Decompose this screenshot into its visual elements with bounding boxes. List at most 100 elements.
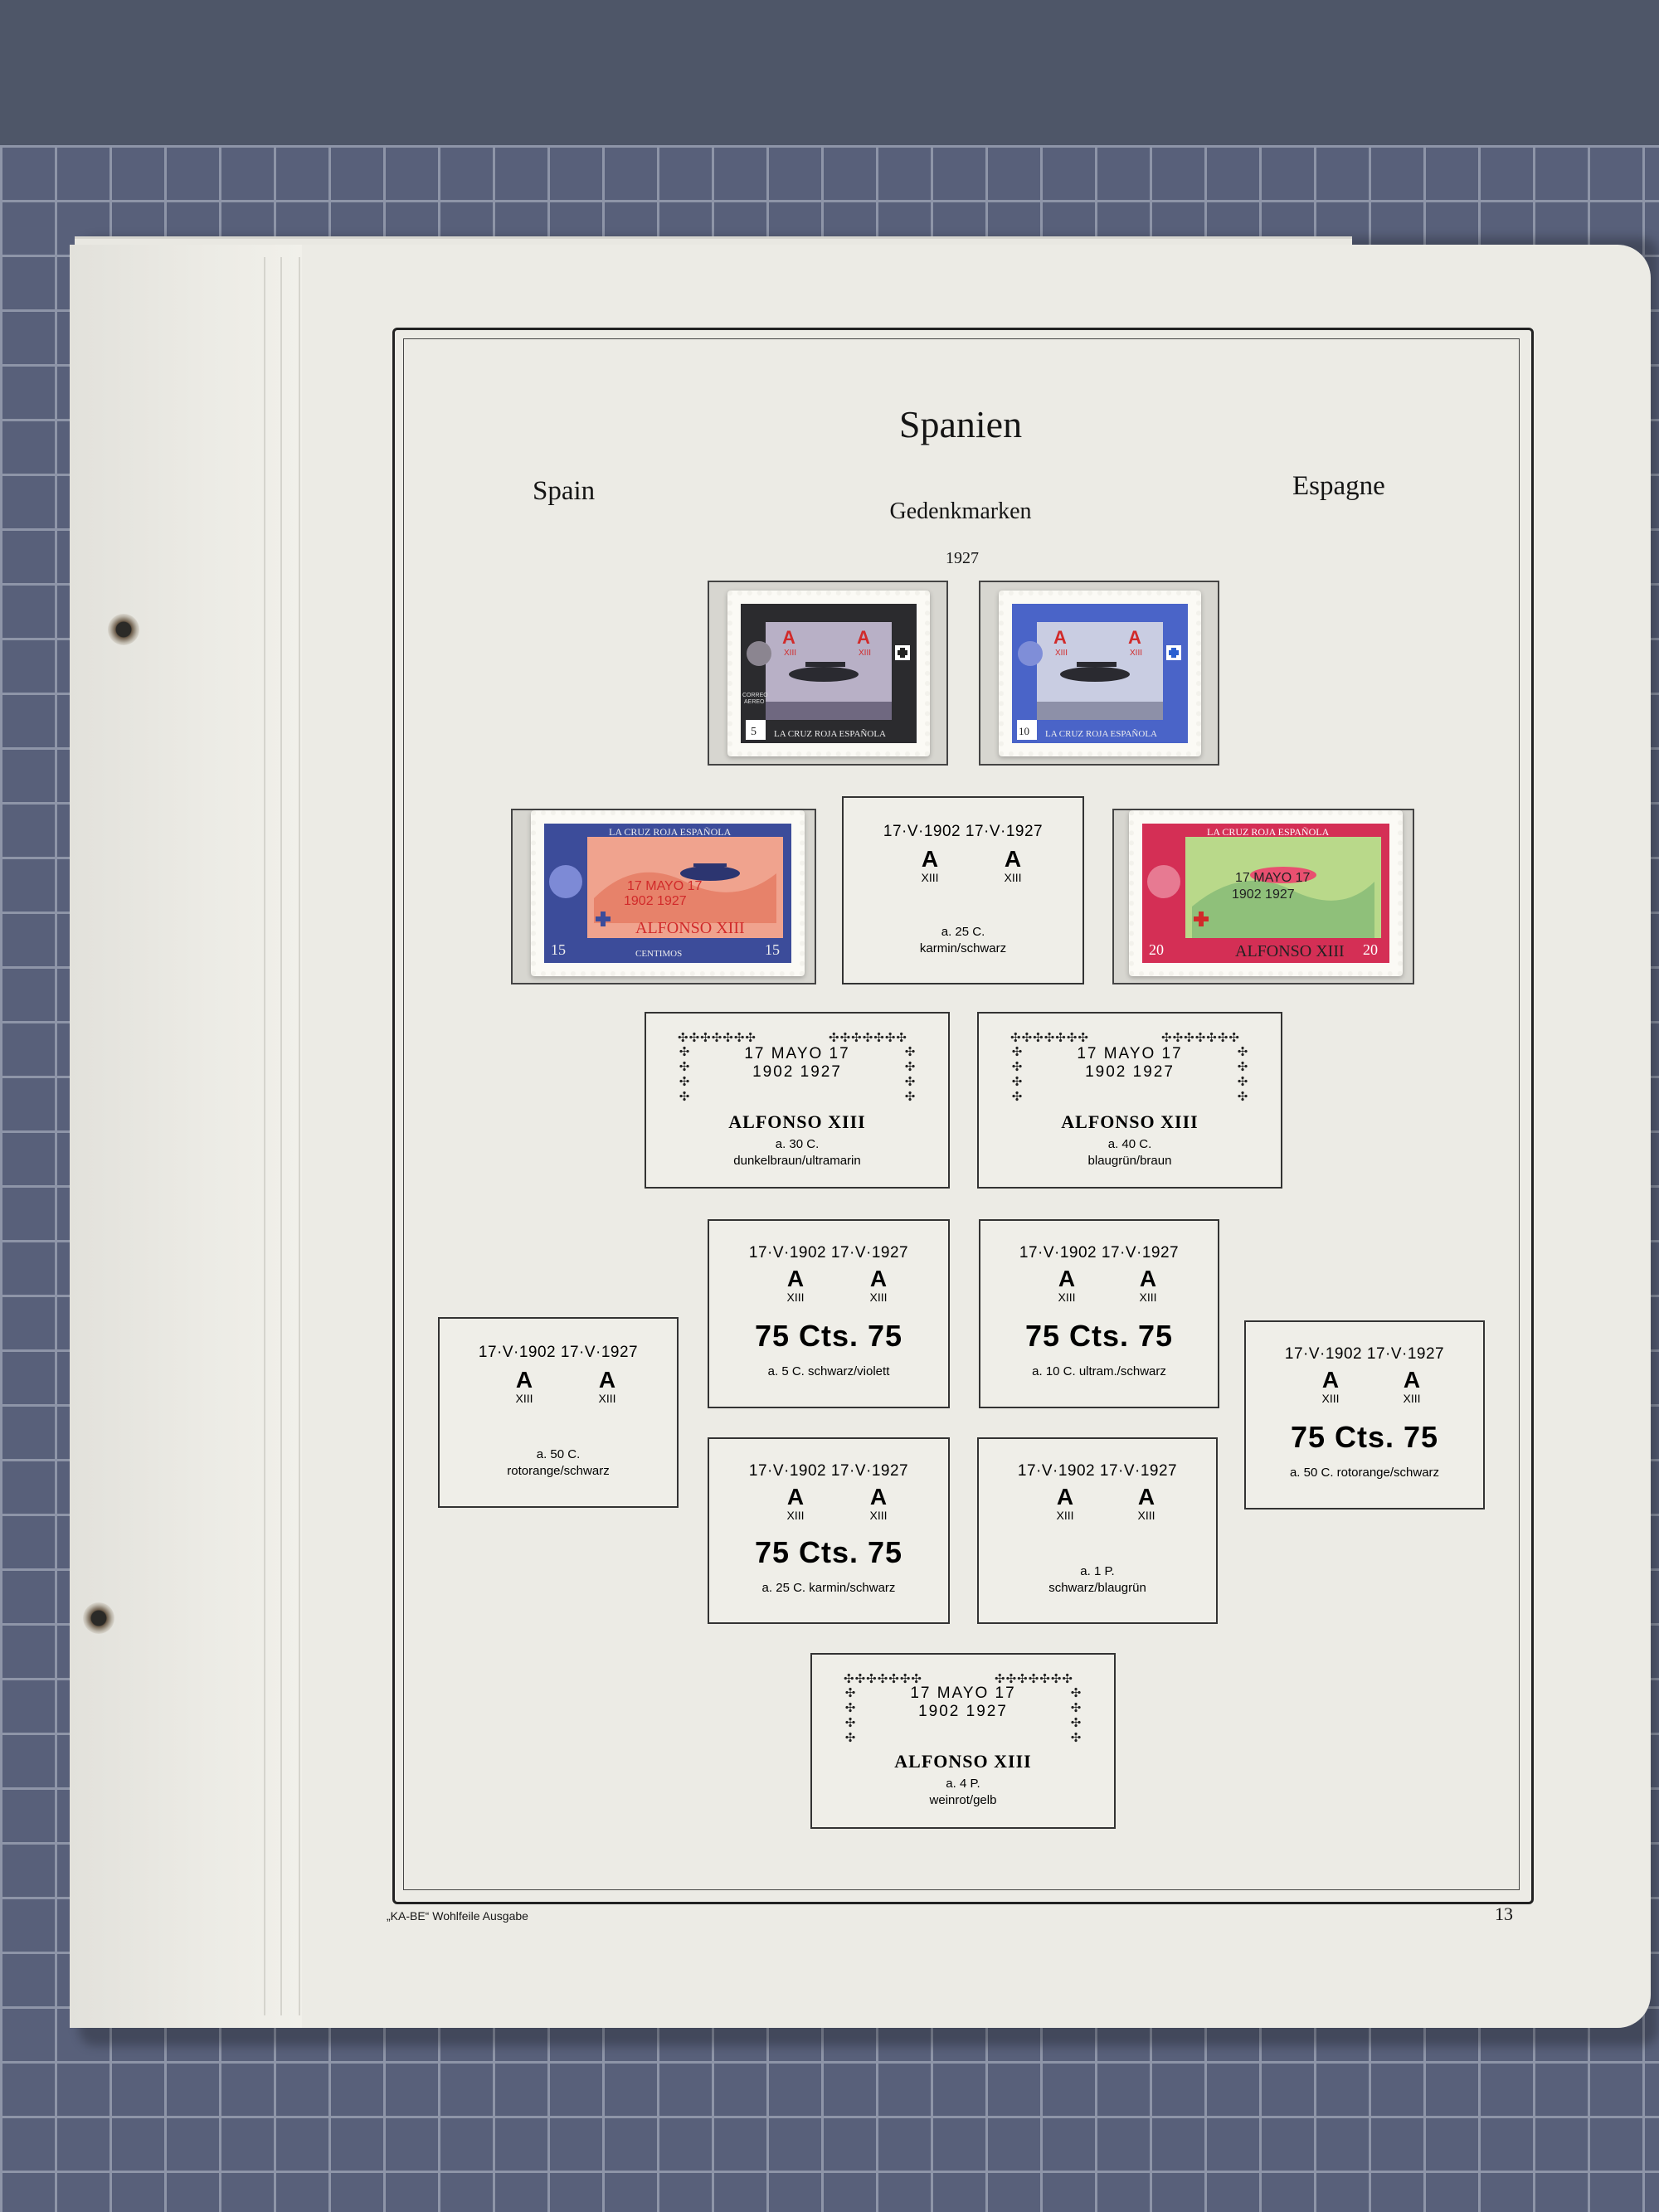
slot-caption: a. 25 C.karmin/schwarz <box>919 925 1007 955</box>
svg-text:AEREO: AEREO <box>744 699 765 705</box>
cross-border: ✣✣✣✣✣✣✣ <box>829 1031 907 1045</box>
overprint-dates: 17·V·1902 17·V·1927 <box>478 1344 639 1361</box>
value-overprint: 75 Cts. 75 <box>754 1535 903 1569</box>
svg-text:5: 5 <box>751 726 757 738</box>
cross-column: ✣✣✣✣ <box>679 1045 690 1104</box>
svg-text:ALFONSO XIII: ALFONSO XIII <box>1235 942 1345 960</box>
airplane-stamp-illustration: A A XIII XIII 10 LA CRUZ ROJA ESPAÑOLA <box>1012 604 1188 743</box>
svg-text:LA CRUZ ROJA ESPAÑOLA: LA CRUZ ROJA ESPAÑOLA <box>774 729 886 739</box>
svg-text:17 MAYO 17: 17 MAYO 17 <box>627 879 703 893</box>
page-border-inner <box>403 338 1520 1890</box>
stamp-20-centimos: LA CRUZ ROJA ESPAÑOLA 17 MAYO 17 1902 19… <box>1129 810 1403 976</box>
slot-caption: a. 50 C. rotorange/schwarz <box>1289 1466 1440 1480</box>
cross-column: ✣✣✣✣ <box>1237 1045 1248 1104</box>
svg-text:1902 1927: 1902 1927 <box>624 894 687 908</box>
value-overprint: 75 Cts. 75 <box>1024 1319 1174 1353</box>
svg-text:XIII: XIII <box>1055 649 1068 658</box>
svg-text:A: A <box>782 627 795 648</box>
fold-line <box>299 257 300 2015</box>
cross-border: ✣✣✣✣✣✣✣ <box>678 1031 757 1045</box>
alfonso-overprint: ALFONSO XIII <box>1061 1111 1199 1132</box>
stamp-10-cts: A A XIII XIII 10 LA CRUZ ROJA ESPAÑOLA <box>999 591 1201 756</box>
svg-text:15: 15 <box>551 941 566 958</box>
svg-text:LA CRUZ ROJA ESPAÑOLA: LA CRUZ ROJA ESPAÑOLA <box>609 826 732 838</box>
slot-caption: a. 1 P.schwarz/blaugrün <box>1048 1564 1146 1595</box>
overprint-dates: 17·V·1902 17·V·1927 <box>883 823 1044 840</box>
map-stamp-illustration: LA CRUZ ROJA ESPAÑOLA ALFONSO XIII 17 MA… <box>544 824 791 963</box>
page-binding-strip <box>70 245 302 2028</box>
stamp-mount: LA CRUZ ROJA ESPAÑOLA ALFONSO XIII 17 MA… <box>511 809 816 984</box>
slot-caption: a. 10 C. ultram./schwarz <box>1032 1364 1166 1378</box>
slot-caption: a. 5 C. schwarz/violett <box>767 1364 890 1378</box>
fold-line <box>280 257 282 2015</box>
alfonso-overprint: ALFONSO XIII <box>894 1751 1032 1772</box>
stamp-mount: A A XIII XIII 10 LA CRUZ ROJA ESPAÑOLA <box>979 581 1219 766</box>
stamp-mount: LA CRUZ ROJA ESPAÑOLA 17 MAYO 17 1902 19… <box>1112 809 1414 984</box>
page-border-outer <box>392 328 1534 1904</box>
svg-text:10: 10 <box>1019 725 1029 737</box>
airplane-stamp-illustration: A A XIII XIII 5 LA CRUZ ROJA ESPAÑOLA CO… <box>741 604 917 743</box>
svg-text:15: 15 <box>765 941 780 958</box>
slot-caption: a. 30 C.dunkelbraun/ultramarin <box>733 1137 861 1168</box>
overprint-dates: 17·V·1902 17·V·1927 <box>1017 1462 1178 1480</box>
svg-text:20: 20 <box>1363 941 1378 958</box>
value-overprint: 75 Cts. 75 <box>1290 1420 1439 1454</box>
value-overprint: 75 Cts. 75 <box>754 1319 903 1353</box>
svg-text:LA CRUZ ROJA ESPAÑOLA: LA CRUZ ROJA ESPAÑOLA <box>1207 826 1330 838</box>
svg-text:1902 1927: 1902 1927 <box>1232 887 1295 902</box>
slot-caption: a. 4 P.weinrot/gelb <box>929 1777 997 1807</box>
overprint-dates: 17·V·1902 17·V·1927 <box>1019 1244 1180 1262</box>
publisher-footer: „KA-BE“ Wohlfeile Ausgabe <box>387 1909 528 1923</box>
stamp-mount: A A XIII XIII 5 LA CRUZ ROJA ESPAÑOLA CO… <box>708 581 948 766</box>
section-subtitle: Gedenkmarken <box>889 498 1032 524</box>
cross-column: ✣✣✣✣ <box>904 1045 916 1104</box>
overprint-dates: 17·V·1902 17·V·1927 <box>1284 1345 1445 1363</box>
punch-hole-icon <box>108 614 139 645</box>
stamp-5-cts: A A XIII XIII 5 LA CRUZ ROJA ESPAÑOLA CO… <box>727 591 930 756</box>
svg-text:A: A <box>1128 627 1141 648</box>
map-stamp-illustration: LA CRUZ ROJA ESPAÑOLA 17 MAYO 17 1902 19… <box>1142 824 1389 963</box>
svg-text:17 MAYO 17: 17 MAYO 17 <box>1235 871 1311 885</box>
english-label: Spain <box>533 476 596 506</box>
slot-caption: a. 25 C. karmin/schwarz <box>761 1581 896 1595</box>
page-number: 13 <box>1495 1903 1513 1924</box>
svg-text:CORREO: CORREO <box>742 693 768 698</box>
stamp-15-centimos: LA CRUZ ROJA ESPAÑOLA ALFONSO XIII 17 MA… <box>531 810 805 976</box>
svg-text:XIII: XIII <box>859 649 871 658</box>
punch-hole-icon <box>83 1602 114 1634</box>
svg-text:ALFONSO XIII: ALFONSO XIII <box>635 919 745 937</box>
svg-text:A: A <box>857 627 870 648</box>
svg-text:20: 20 <box>1149 941 1164 958</box>
slot-caption: a. 40 C.blaugrün/braun <box>1087 1137 1172 1168</box>
fold-line <box>264 257 265 2015</box>
svg-text:CENTIMOS: CENTIMOS <box>635 949 682 959</box>
